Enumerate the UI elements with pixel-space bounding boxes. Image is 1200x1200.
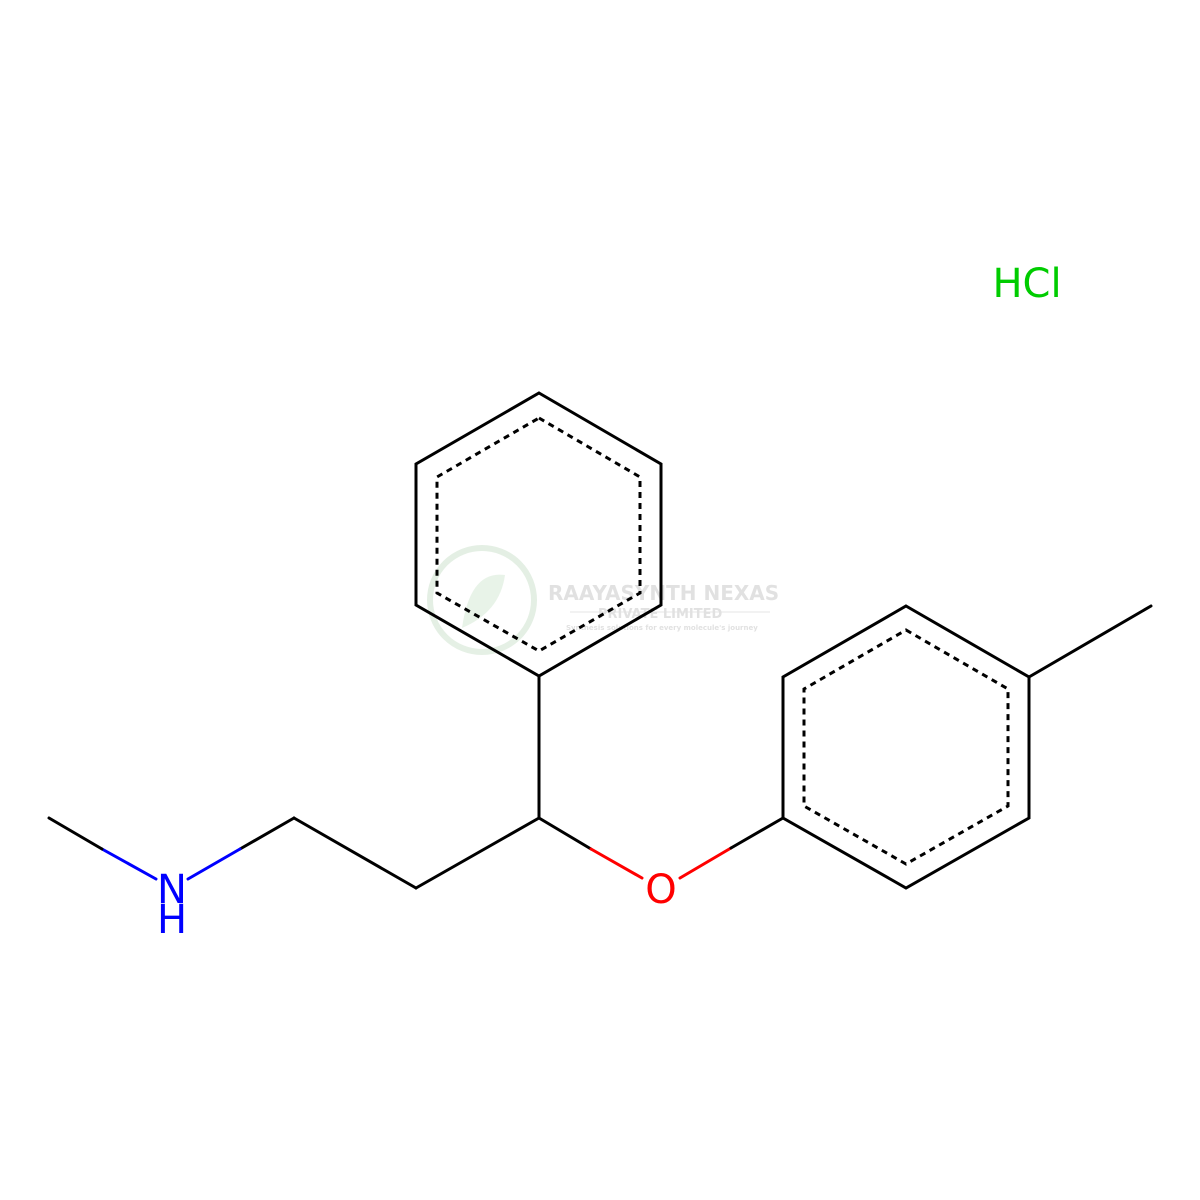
- tolyl-ring-aromatic-bonds: [802, 628, 1010, 866]
- ch2-to-n-bond-black: [238, 816, 296, 851]
- ch2-to-n-bond-blue: [186, 847, 242, 881]
- watermark-subtitle: PRIVATE LIMITED: [598, 607, 723, 622]
- watermark-logo-icon: [427, 545, 537, 655]
- watermark-company: RAAYASYNTH NEXAS: [548, 581, 779, 605]
- phenyl-ring: [414, 391, 663, 678]
- o-to-aryl-bond-red: [678, 846, 733, 880]
- o-to-aryl-bond-black: [729, 816, 785, 850]
- phenyl-ring-outer-bonds: [414, 391, 663, 678]
- n-to-methyl-bond-blue: [100, 847, 158, 881]
- methyl-bond-tolyl: [1027, 604, 1153, 679]
- n-to-methyl-bond-black: [47, 816, 104, 851]
- watermark-tagline: Synthesis solutions for every molecule's…: [566, 624, 758, 632]
- nitrogen-hydrogen-label: H: [157, 897, 187, 943]
- ch-to-o-bond-red: [589, 847, 644, 880]
- ch2-to-ch2-bond: [292, 816, 418, 890]
- chain-bonds: [47, 604, 1153, 890]
- nitrogen-atom-label: N: [157, 867, 187, 913]
- ch-to-o-bond-black: [537, 816, 593, 851]
- watermark-leaf-icon: [462, 574, 505, 628]
- hcl-salt-label: HCl: [992, 261, 1061, 307]
- tolyl-ring: [781, 604, 1031, 890]
- ch-to-ch2-bond: [414, 816, 541, 890]
- tolyl-ring-outer-bonds: [781, 604, 1031, 890]
- oxygen-atom-label: O: [645, 867, 676, 913]
- watermark: RAAYASYNTH NEXAS PRIVATE LIMITED Synthes…: [427, 545, 779, 655]
